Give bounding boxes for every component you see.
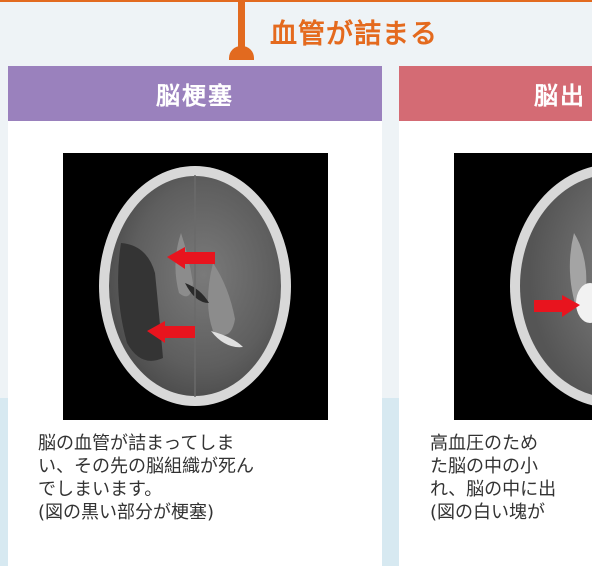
top-rule	[0, 0, 592, 2]
infarction-panel: 脳梗塞	[8, 66, 382, 566]
connector-cap	[229, 46, 254, 60]
hemorrhage-description: 高血圧のため た脳の中の小 れ、脳の中に出 (図の白い塊が	[430, 433, 557, 523]
section-heading: 血管が詰まる	[270, 19, 438, 50]
hemorrhage-ct-scan	[454, 153, 592, 420]
infarction-title: 脳梗塞	[8, 66, 382, 121]
upper-arrow	[167, 247, 215, 269]
hemorrhage-title: 脳出	[399, 66, 592, 121]
hemorrhage-panel: 脳出 高血圧のため た脳の中の小 れ、脳の中に出 (図の白い塊が	[399, 66, 592, 566]
ct-scan-image	[510, 166, 592, 406]
lower-arrow	[147, 321, 195, 343]
infarction-description: 脳の血管が詰まってしま い、その先の脳組織が死ん でしまいます。 (図の黒い部分…	[38, 433, 254, 523]
infarction-ct-scan	[63, 153, 328, 420]
ct-scan-image	[99, 166, 291, 406]
hemorrhage-arrow	[534, 295, 580, 317]
connector-stem	[238, 0, 245, 52]
